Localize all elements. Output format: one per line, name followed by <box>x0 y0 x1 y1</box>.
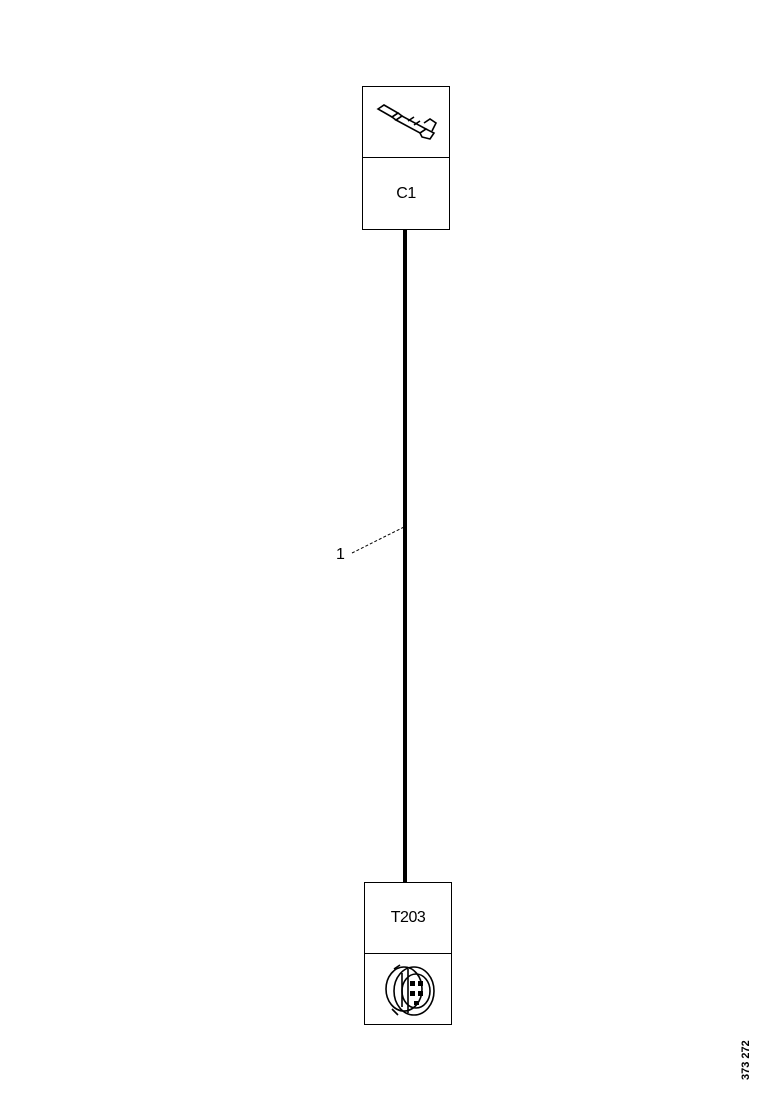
connector-t203-box: T203 <box>364 882 452 1025</box>
wire-1 <box>403 230 407 882</box>
connector-t203-icon-cell <box>365 954 451 1024</box>
drawing-reference-code: 373 272 <box>740 1040 752 1080</box>
connector-c1-label: C1 <box>396 184 416 202</box>
wire-callout-number: 1 <box>336 546 345 563</box>
connector-t203-label-cell: T203 <box>365 883 451 954</box>
connector-c1-label-cell: C1 <box>363 158 449 229</box>
connector-c1-box: C1 <box>362 86 450 230</box>
callout-leader-line <box>351 526 405 554</box>
crimp-terminal-icon <box>376 104 438 140</box>
round-plug-connector-icon <box>385 964 435 1016</box>
connector-c1-icon-cell <box>363 87 449 158</box>
connector-t203-label: T203 <box>390 909 426 926</box>
